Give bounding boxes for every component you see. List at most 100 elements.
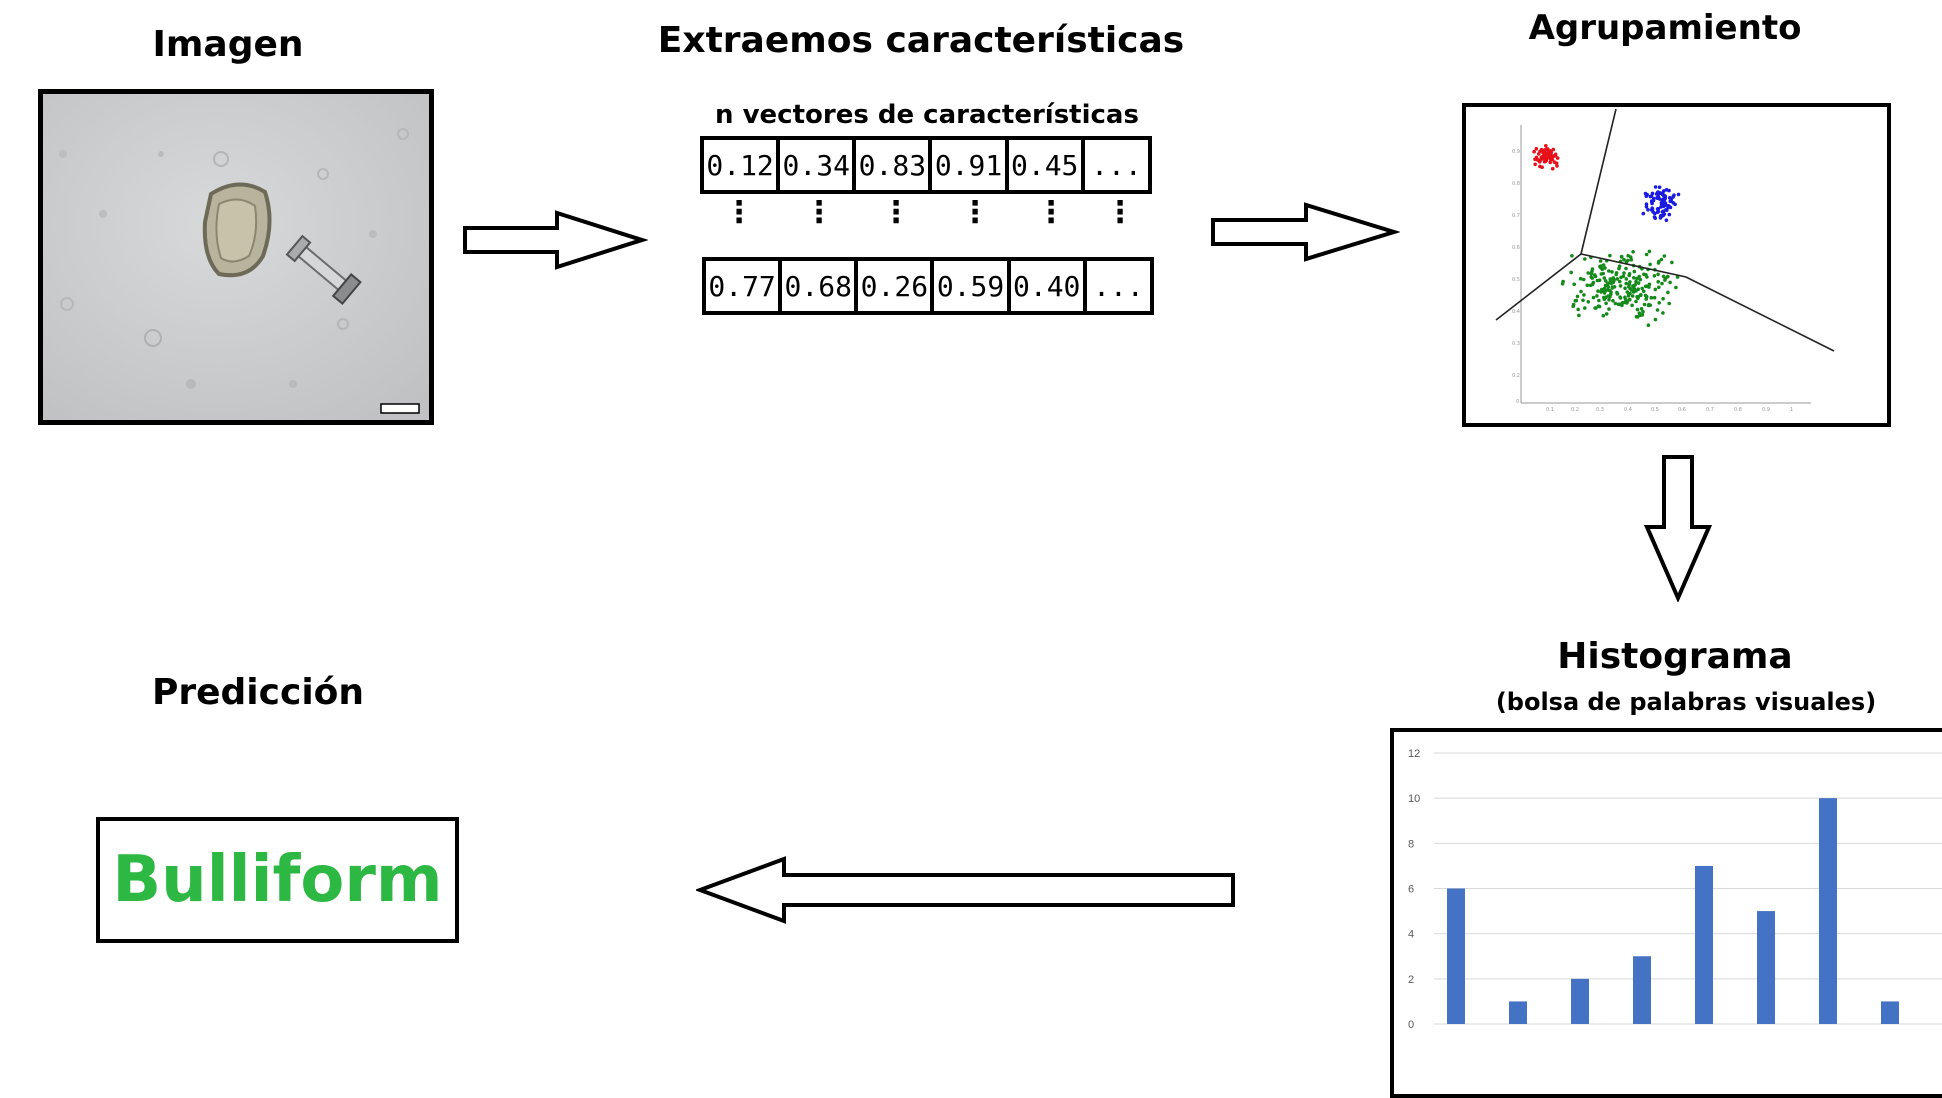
- scatter-point: [1634, 314, 1639, 319]
- scatter-point: [1666, 274, 1670, 279]
- scatter-point: [1553, 152, 1558, 157]
- svg-text:0.5: 0.5: [1512, 277, 1520, 283]
- scatter-point: [1654, 192, 1659, 196]
- scatter-point: [1630, 294, 1635, 298]
- vector-cell: 0.77: [706, 261, 783, 311]
- scatter-point: [1607, 269, 1611, 273]
- scatter-point: [1649, 295, 1654, 300]
- scatter-point: [1657, 185, 1662, 189]
- scatter-point: [1602, 286, 1607, 291]
- vector-cell: 0.83: [856, 140, 933, 190]
- scatter-point: [1534, 147, 1539, 151]
- svg-text:0.3: 0.3: [1596, 407, 1604, 413]
- feature-vector-first: 0.12 0.34 0.83 0.91 0.45 ...: [700, 136, 1152, 194]
- scatter-point: [1631, 285, 1636, 289]
- scatter-point: [1582, 293, 1586, 297]
- scatter-point: [1636, 296, 1640, 301]
- vertical-ellipsis: ⋮: [881, 195, 911, 230]
- svg-text:0.4: 0.4: [1512, 309, 1520, 315]
- scatter-point: [1644, 252, 1649, 257]
- scatter-point: [1573, 299, 1578, 303]
- svg-text:0.8: 0.8: [1512, 181, 1520, 187]
- scatter-point: [1617, 266, 1621, 271]
- prediction-title: Predicción: [151, 672, 365, 713]
- scatter-point: [1639, 307, 1644, 311]
- scatter-point: [1626, 258, 1630, 263]
- scatter-point: [1674, 285, 1678, 290]
- scatter-point: [1596, 289, 1600, 293]
- scatter-point: [1639, 293, 1643, 297]
- histogram-subtitle: (bolsa de palabras visuales): [1495, 688, 1877, 716]
- scatter-point: [1656, 272, 1660, 277]
- scatter-point: [1653, 211, 1657, 216]
- scatter-point: [1637, 274, 1641, 279]
- svg-text:1: 1: [1790, 407, 1793, 413]
- features-title: Extraemos características: [657, 20, 1185, 61]
- scatter-point: [1646, 303, 1651, 308]
- scatter-point: [1608, 277, 1613, 281]
- prediction-box: Bulliform: [96, 817, 459, 943]
- scatter-point: [1575, 294, 1580, 299]
- scatter-point: [1598, 259, 1603, 263]
- feature-vectors-caption: n vectores de características: [715, 100, 1139, 130]
- scatter-point: [1581, 277, 1586, 282]
- scatter-point: [1623, 286, 1627, 290]
- scatter-point: [1570, 254, 1574, 258]
- scatter-point: [1671, 201, 1675, 205]
- svg-text:0.2: 0.2: [1571, 407, 1579, 413]
- scatter-point: [1660, 192, 1665, 197]
- cluster-boundary: [1580, 253, 1835, 352]
- scatter-point: [1591, 280, 1596, 285]
- y-tick-label: 8: [1408, 838, 1414, 850]
- scatter-point: [1667, 212, 1672, 217]
- vector-cell: 0.68: [782, 261, 859, 311]
- y-tick-label: 10: [1408, 793, 1420, 805]
- svg-text:0.8: 0.8: [1734, 407, 1742, 413]
- scatter-point: [1596, 304, 1601, 308]
- scatter-point: [1644, 202, 1649, 206]
- scatter-point: [1585, 283, 1590, 288]
- vertical-ellipsis: ⋮: [804, 195, 834, 230]
- scatter-point: [1660, 281, 1664, 286]
- scatter-point: [1619, 255, 1624, 259]
- scatter-point: [1551, 147, 1556, 152]
- scatter-point: [1603, 283, 1608, 288]
- scatter-point: [1577, 313, 1581, 318]
- scatter-point: [1611, 276, 1616, 280]
- scatter-point: [1615, 290, 1619, 295]
- scatter-point: [1621, 274, 1626, 279]
- scatter-point: [1602, 276, 1607, 280]
- vertical-ellipsis: ⋮: [960, 195, 990, 230]
- scatter-point: [1597, 298, 1601, 303]
- scatter-point: [1608, 253, 1612, 258]
- scatter-point: [1583, 306, 1587, 310]
- scatter-point: [1614, 272, 1618, 277]
- vector-cell: 0.40: [1011, 261, 1087, 311]
- scatter-point: [1540, 165, 1544, 169]
- svg-text:0.6: 0.6: [1678, 407, 1686, 413]
- scatter-point: [1663, 278, 1667, 282]
- svg-text:0.2: 0.2: [1512, 373, 1520, 379]
- scatter-point: [1647, 249, 1652, 254]
- svg-text:0.7: 0.7: [1512, 213, 1520, 219]
- scatter-point: [1607, 298, 1611, 302]
- scatter-point: [1628, 291, 1632, 296]
- scatter-point: [1604, 301, 1608, 306]
- scatter-point: [1627, 273, 1631, 278]
- scatter-point: [1653, 216, 1657, 220]
- scatter-point: [1626, 253, 1630, 258]
- scatter-point: [1662, 254, 1667, 258]
- y-tick-label: 6: [1408, 884, 1414, 896]
- scatter-point: [1675, 275, 1680, 279]
- scatter-point: [1638, 277, 1643, 282]
- svg-text:0.6: 0.6: [1512, 245, 1520, 251]
- scatter-point: [1647, 282, 1652, 287]
- down-arrow-icon: [1643, 455, 1713, 602]
- vertical-ellipsis: ⋮: [1105, 195, 1135, 230]
- scatter-point: [1642, 302, 1647, 307]
- scatter-point: [1658, 216, 1663, 220]
- scatter-point: [1601, 313, 1606, 318]
- scatter-point: [1653, 185, 1658, 189]
- scatter-point: [1630, 303, 1634, 308]
